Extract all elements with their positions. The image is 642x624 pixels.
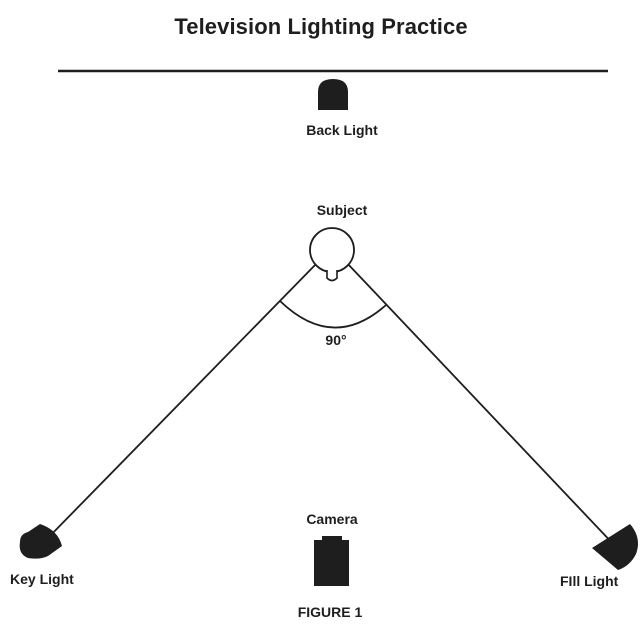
subject-nose <box>326 270 338 282</box>
subject-label: Subject <box>316 202 368 218</box>
key-light-fixture <box>19 524 63 559</box>
fill-light-fixture <box>592 524 638 570</box>
subject-head <box>309 227 355 273</box>
key-light-label: Key Light <box>10 571 74 587</box>
fill-light-label: FIll Light <box>560 573 619 589</box>
key-light-line <box>43 261 319 543</box>
angle-arc <box>279 300 387 329</box>
figure-caption: FIGURE 1 <box>297 604 363 620</box>
angle-label: 90° <box>325 332 347 348</box>
camera-body <box>314 536 349 586</box>
fill-light-line <box>345 261 618 549</box>
back-light-label: Back Light <box>306 122 378 138</box>
back-light-fixture <box>318 79 348 110</box>
camera-label: Camera <box>306 511 358 527</box>
diagram-title: Television Lighting Practice <box>174 14 468 39</box>
